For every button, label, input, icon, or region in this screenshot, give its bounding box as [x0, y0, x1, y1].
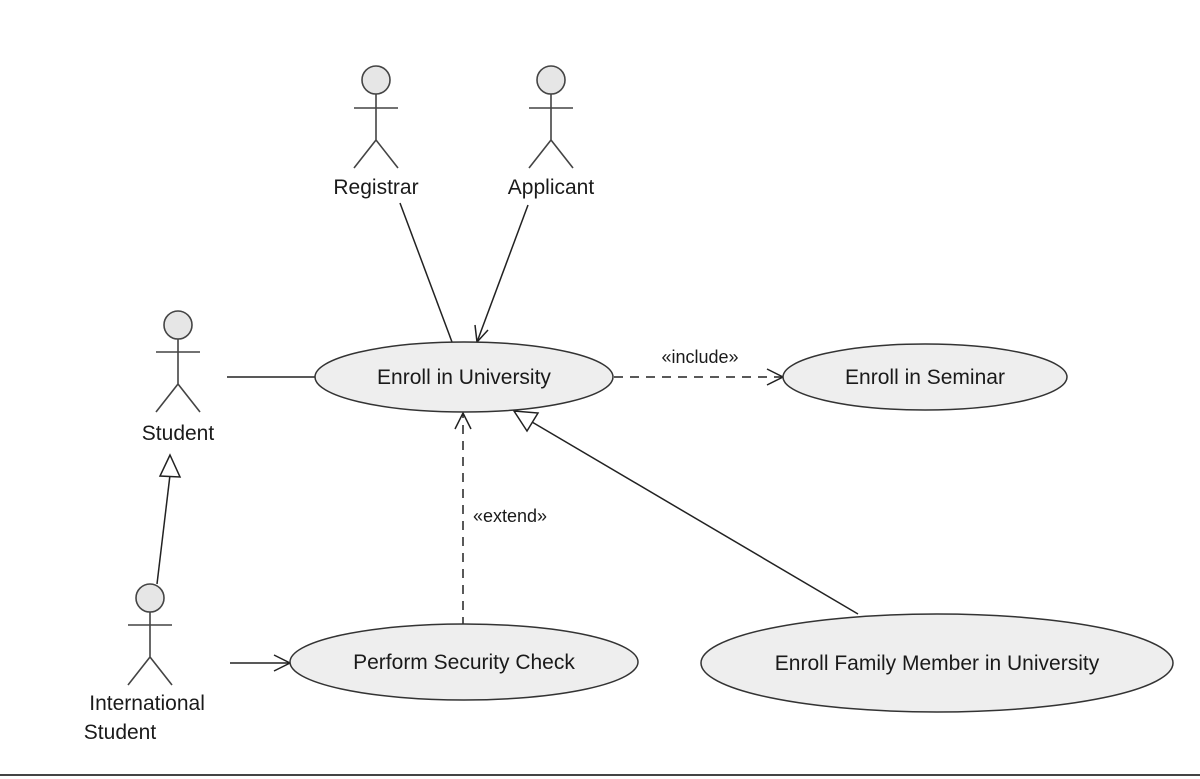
actor-body-icon	[528, 94, 574, 169]
usecase-label-enroll-seminar: Enroll in Seminar	[845, 366, 1005, 389]
generalization-arrowhead	[158, 453, 182, 478]
include-label: «include»	[661, 347, 738, 367]
usecase-label-enroll-university: Enroll in University	[377, 366, 551, 389]
generalization-arrowhead	[512, 410, 540, 433]
actor-international-student: International Student	[84, 583, 211, 744]
actor-head-icon	[163, 310, 193, 340]
actor-registrar: Registrar	[333, 65, 419, 199]
generalization-international-student	[156, 474, 171, 585]
usecase-enroll-seminar: Enroll in Seminar	[782, 343, 1068, 411]
extend-label: «extend»	[473, 506, 547, 526]
arrowhead-extend	[454, 411, 472, 430]
usecase-label-enroll-family: Enroll Family Member in University	[775, 652, 1100, 675]
usecase-ellipse	[782, 343, 1068, 411]
association-registrar	[399, 202, 453, 343]
actor-body-icon	[155, 339, 201, 413]
usecase-security-check: Perform Security Check	[289, 623, 639, 701]
usecase-label-security-check: Perform Security Check	[353, 651, 575, 674]
actor-head-icon	[135, 583, 165, 613]
actor-head-icon	[361, 65, 391, 95]
actor-label-applicant: Applicant	[508, 176, 595, 199]
actor-label-line-1: International	[89, 692, 205, 715]
actor-label-student: Student	[142, 422, 215, 445]
actor-body-icon	[353, 94, 399, 169]
actor-label-line-2: Student	[84, 721, 157, 744]
association-applicant	[476, 204, 529, 343]
actor-label-registrar: Registrar	[333, 176, 418, 199]
usecase-enroll-university: Enroll in University	[314, 341, 614, 413]
actor-student: Student	[142, 310, 215, 445]
actor-head-icon	[536, 65, 566, 95]
actor-label-international-student: International Student	[84, 692, 211, 744]
actor-body-icon	[127, 612, 173, 686]
usecase-ellipse	[289, 623, 639, 701]
generalization-enroll-family	[531, 421, 859, 615]
actor-applicant: Applicant	[508, 65, 595, 199]
usecase-ellipse	[314, 341, 614, 413]
usecase-ellipse	[700, 613, 1174, 713]
arrowhead-applicant	[474, 324, 489, 344]
usecase-enroll-family: Enroll Family Member in University	[700, 613, 1174, 713]
